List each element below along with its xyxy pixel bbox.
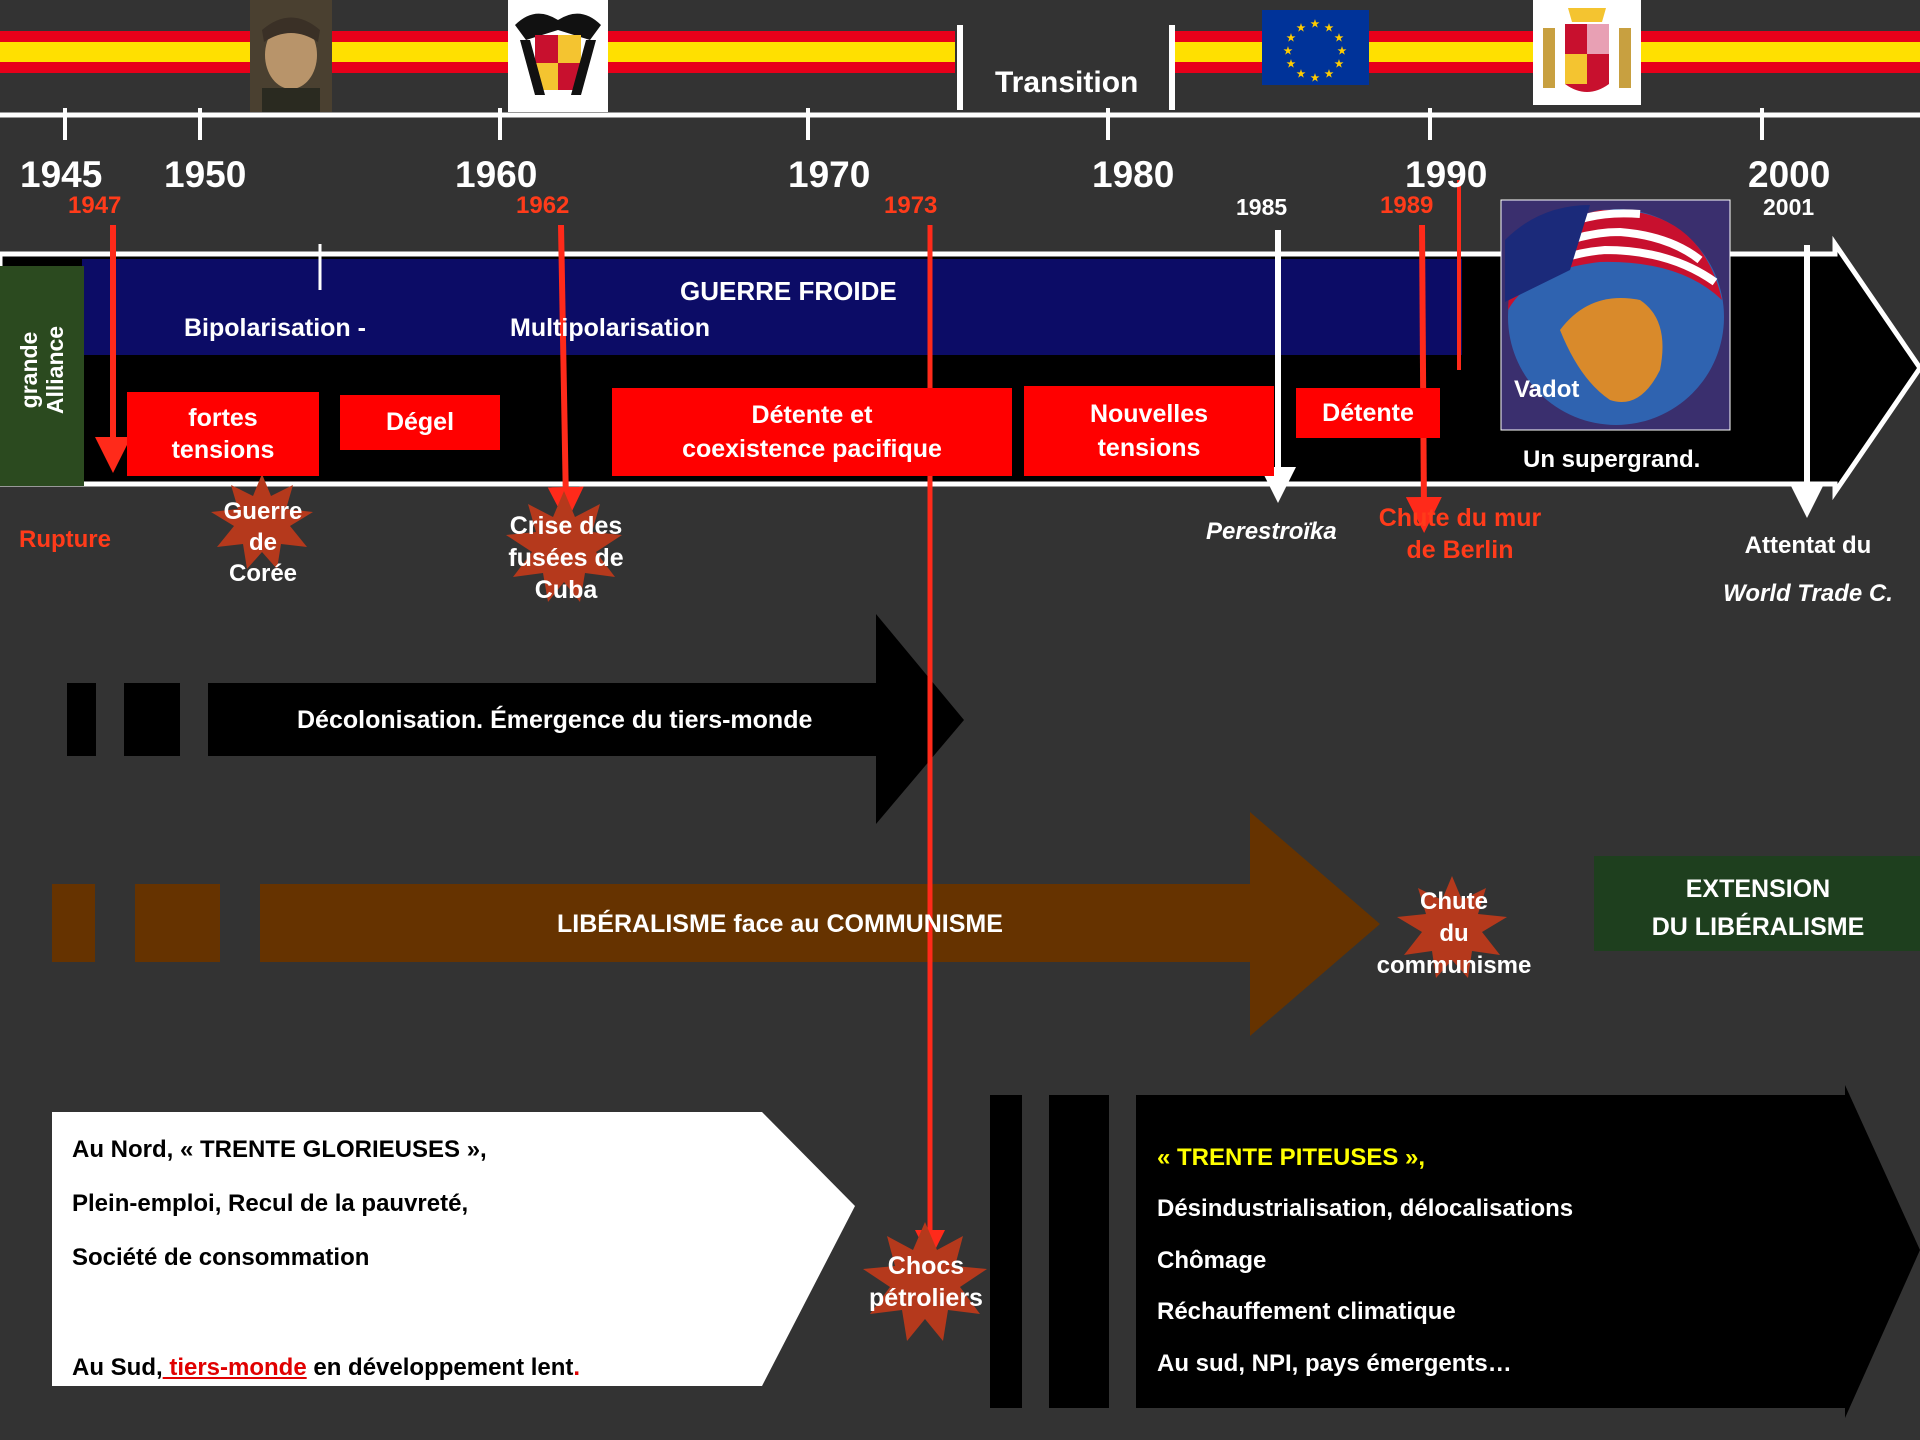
decade-label: 1950 (164, 154, 247, 195)
svg-text:★: ★ (1325, 69, 1334, 80)
cartoon-caption: Un supergrand. (1523, 446, 1701, 473)
grande-alliance-box (0, 266, 84, 486)
north-line-3: Société de consommation (72, 1244, 370, 1271)
phase-detente: Détente (1296, 388, 1440, 438)
year-1947-label: 1947 (68, 192, 122, 219)
piteuses-arrow (990, 1085, 1920, 1418)
bipolarisation-label: Bipolarisation - (184, 314, 366, 342)
multipolarisation-label: Multipolarisation (510, 314, 710, 342)
year-1962-label: 1962 (516, 192, 570, 219)
decade-label: 2000 (1748, 154, 1831, 195)
liberalism-label: LIBÉRALISME face au COMMUNISME (557, 910, 1003, 938)
svg-text:★: ★ (1297, 23, 1306, 34)
spain-coat-of-arms-icon (1533, 0, 1641, 105)
tiers-monde-link: tiers-monde (162, 1354, 307, 1381)
year-1989-label: 1989 (1380, 192, 1434, 219)
decade-label: 1945 (20, 154, 103, 195)
explosion-star-icon (211, 474, 313, 569)
transition-label: Transition (995, 66, 1139, 99)
piteuses-line-1: Désindustrialisation, délocalisations (1157, 1195, 1574, 1222)
svg-text:★: ★ (1297, 69, 1306, 80)
grande-alliance-label: grande Alliance (16, 325, 68, 415)
cartoon-signature: Vadot (1514, 376, 1580, 403)
explosion-star-icon (1397, 876, 1507, 978)
decade-label: 1980 (1092, 154, 1175, 195)
piteuses-line-4: Au sud, NPI, pays émergents… (1157, 1350, 1512, 1377)
year-1985-label: 1985 (1236, 194, 1288, 220)
decolonisation-label: Décolonisation. Émergence du tiers-monde (297, 706, 813, 734)
north-line-2: Plein-emploi, Recul de la pauvreté, (72, 1190, 469, 1217)
cold-war-bar (82, 259, 1462, 355)
earth-with-us-flag-icon (1500, 199, 1731, 431)
explosion-star-icon (863, 1222, 987, 1341)
decolonisation-arrow (67, 614, 964, 824)
decade-label: 1970 (788, 154, 871, 195)
francoist-coat-of-arms-icon (508, 0, 608, 112)
year-2001-label: 2001 (1763, 194, 1815, 220)
liberalism-arrow (52, 812, 1380, 1036)
year-1973-label: 1973 (884, 192, 938, 219)
piteuses-line-3: Réchauffement climatique (1157, 1298, 1456, 1325)
arrow-1962 (547, 224, 584, 523)
extension-box (1594, 856, 1920, 951)
cold-war-title: GUERRE FROIDE (680, 276, 897, 306)
franco-portrait-icon (250, 0, 332, 112)
svg-text:★: ★ (1325, 23, 1334, 34)
european-union-flag-icon: ★★★ ★★★ ★★★ ★★★ (1262, 10, 1369, 85)
rupture-label: Rupture (19, 526, 111, 553)
phase-degel: Dégel (340, 395, 500, 450)
svg-text:★: ★ (1335, 33, 1344, 44)
perestroika-label: Perestroïka (1206, 518, 1337, 545)
north-box (52, 1112, 855, 1386)
svg-text:★: ★ (1335, 59, 1344, 70)
svg-text:★: ★ (1338, 46, 1347, 57)
north-line-1: Au Nord, « TRENTE GLORIEUSES », (72, 1136, 487, 1163)
svg-text:★: ★ (1311, 73, 1320, 84)
time-axis-ticks (63, 108, 1764, 140)
arrow-1989 (1405, 224, 1442, 533)
svg-text:★: ★ (1287, 33, 1296, 44)
decade-label: 1990 (1405, 154, 1488, 195)
transition-box (955, 5, 1175, 115)
piteuses-line-2: Chômage (1157, 1247, 1267, 1274)
svg-text:★: ★ (1311, 19, 1320, 30)
svg-text:★: ★ (1287, 59, 1296, 70)
svg-text:★: ★ (1284, 46, 1293, 57)
south-line: Au Sud, tiers-monde en développement len… (72, 1354, 581, 1381)
piteuses-title: « TRENTE PITEUSES », (1157, 1144, 1426, 1171)
decade-label: 1960 (455, 154, 538, 195)
explosion-star-icon (506, 491, 622, 602)
